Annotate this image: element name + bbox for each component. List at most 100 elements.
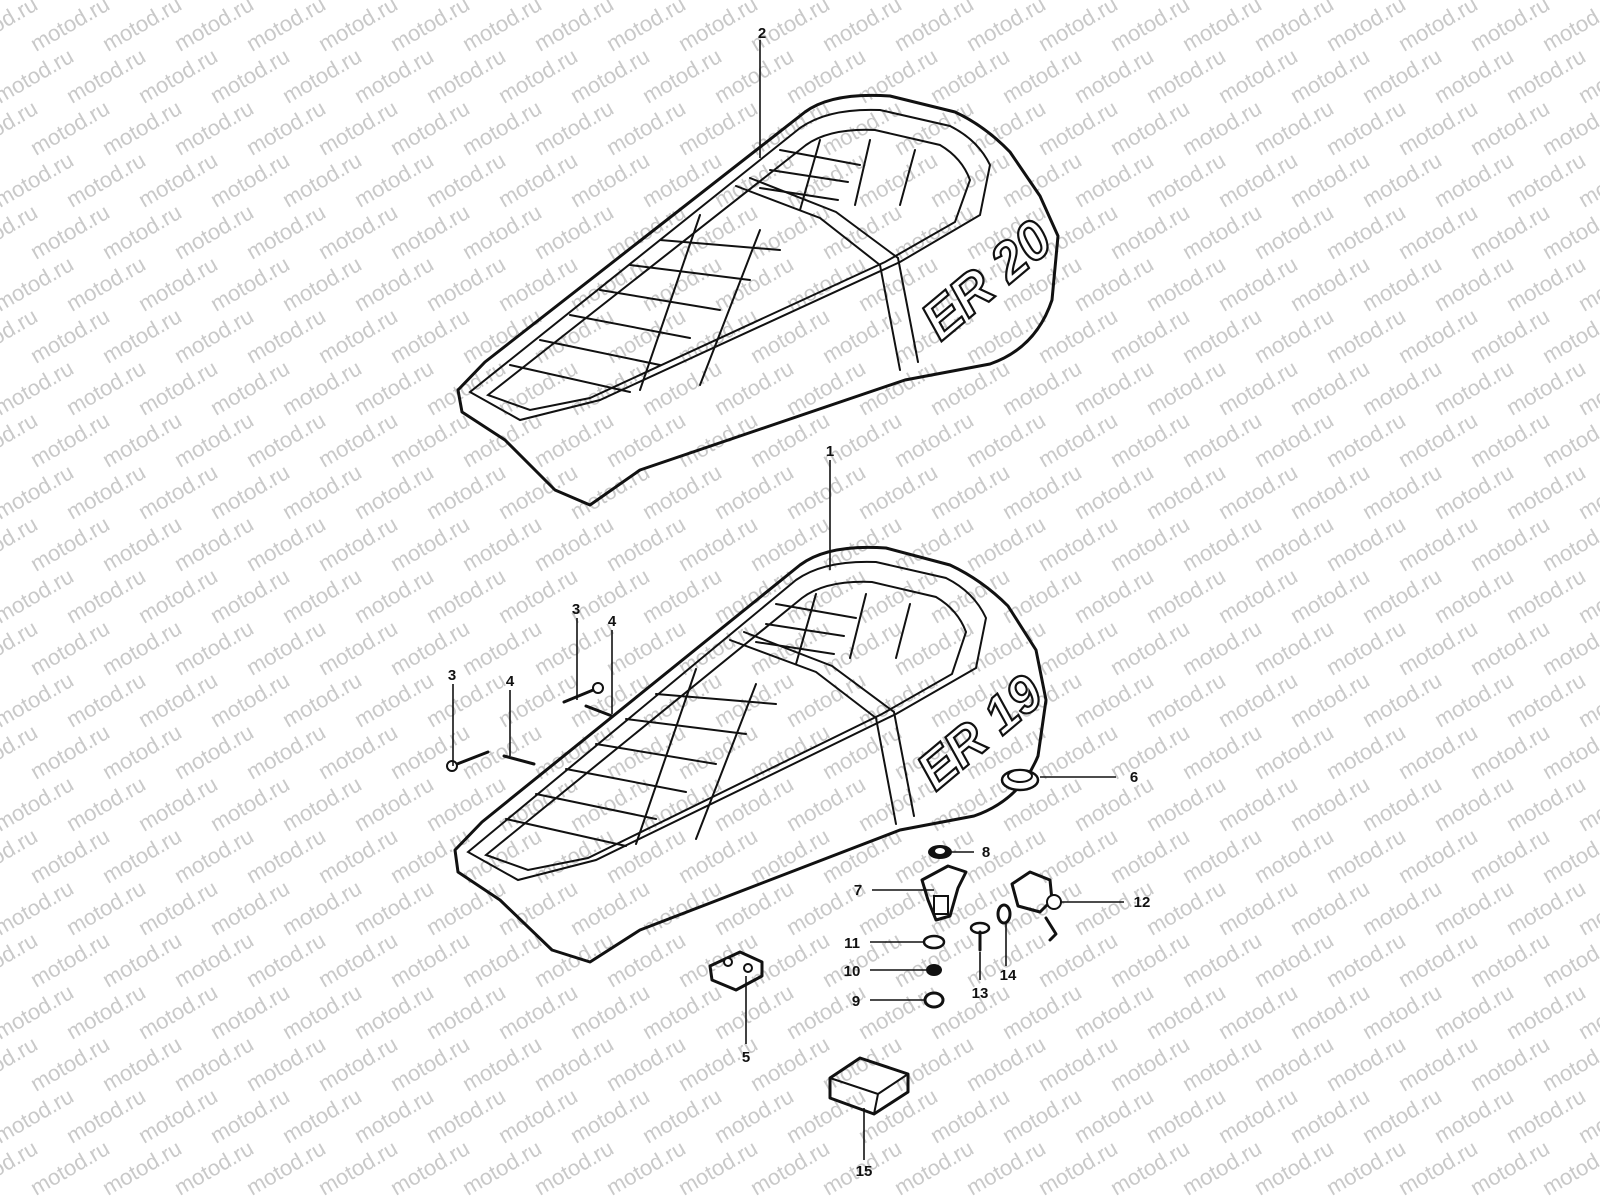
watermark-text: motod.ru — [1106, 719, 1194, 784]
watermark-text: motod.ru — [710, 355, 798, 420]
watermark-text: motod.ru — [1322, 0, 1410, 56]
watermark-text: motod.ru — [1034, 615, 1122, 680]
watermark-text: motod.ru — [926, 979, 1014, 1044]
watermark-text: motod.ru — [854, 355, 942, 420]
watermark-text: motod.ru — [134, 355, 222, 420]
watermark-text: motod.ru — [62, 459, 150, 524]
watermark-text: motod.ru — [422, 1083, 510, 1148]
watermark-text: motod.ru — [494, 563, 582, 628]
watermark-text: motod.ru — [242, 823, 330, 888]
watermark-text: motod.ru — [278, 43, 366, 108]
watermark-text: motod.ru — [98, 1031, 186, 1096]
watermark-text: motod.ru — [314, 719, 402, 784]
watermark-text: motod.ru — [1034, 1031, 1122, 1096]
watermark-text: motod.ru — [134, 667, 222, 732]
watermark-text: motod.ru — [206, 979, 294, 1044]
watermark-text: motod.ru — [314, 303, 402, 368]
watermark-text: motod.ru — [638, 563, 726, 628]
watermark-text: motod.ru — [350, 459, 438, 524]
watermark-text: motod.ru — [1070, 43, 1158, 108]
watermark-text: motod.ru — [530, 407, 618, 472]
watermark-text: motod.ru — [26, 615, 114, 680]
watermark-text: motod.ru — [746, 407, 834, 472]
callout-12: 12 — [1134, 894, 1151, 911]
watermark-text: motod.ru — [818, 0, 906, 56]
watermark-text: motod.ru — [1178, 615, 1266, 680]
watermark-text: motod.ru — [386, 511, 474, 576]
watermark-text: motod.ru — [278, 147, 366, 212]
watermark-text: motod.ru — [1250, 927, 1338, 992]
watermark-text: motod.ru — [422, 147, 510, 212]
watermark-text: motod.ru — [242, 719, 330, 784]
watermark-text: motod.ru — [1358, 771, 1446, 836]
watermark-text: motod.ru — [1178, 719, 1266, 784]
watermark-text: motod.ru — [62, 355, 150, 420]
watermark-text: motod.ru — [962, 511, 1050, 576]
watermark-text: motod.ru — [206, 1083, 294, 1148]
callout-5: 5 — [742, 1049, 750, 1066]
callout-labels: 1 2 3 3 4 4 5 6 7 8 9 10 11 12 13 14 15 — [448, 25, 1151, 1180]
watermark-text: motod.ru — [782, 459, 870, 524]
watermark-text: motod.ru — [26, 823, 114, 888]
watermark-text: motod.ru — [314, 407, 402, 472]
watermark-text: motod.ru — [98, 303, 186, 368]
callout-10: 10 — [844, 963, 861, 980]
watermark-text: motod.ru — [890, 1135, 978, 1200]
watermark-text: motod.ru — [62, 875, 150, 940]
watermark-text: motod.ru — [98, 1135, 186, 1200]
clip-5 — [708, 950, 764, 992]
watermark-text: motod.ru — [1106, 1135, 1194, 1200]
watermark-text: motod.ru — [782, 979, 870, 1044]
watermark-text: motod.ru — [134, 875, 222, 940]
watermark-text: motod.ru — [1178, 407, 1266, 472]
watermark-text: motod.ru — [170, 0, 258, 56]
watermark-text: motod.ru — [1394, 95, 1482, 160]
pin-4b — [584, 704, 614, 718]
watermark-text: motod.ru — [1214, 251, 1302, 316]
watermark-text: motod.ru — [1250, 1031, 1338, 1096]
watermark-text: motod.ru — [1070, 771, 1158, 836]
nut-9 — [923, 991, 945, 1009]
watermark-text: motod.ru — [1142, 251, 1230, 316]
watermark-text: motod.ru — [1466, 927, 1554, 992]
watermark-text: motod.ru — [422, 459, 510, 524]
watermark-text: motod.ru — [458, 0, 546, 56]
watermark-text: motod.ru — [1502, 667, 1590, 732]
watermark-text: motod.ru — [854, 147, 942, 212]
watermark-text: motod.ru — [494, 147, 582, 212]
callout-7: 7 — [854, 882, 862, 899]
watermark-text: motod.ru — [170, 1135, 258, 1200]
watermark-text: motod.ru — [350, 147, 438, 212]
watermark-text: motod.ru — [386, 95, 474, 160]
watermark-text: motod.ru — [1394, 0, 1482, 56]
watermark-text: motod.ru — [386, 199, 474, 264]
watermark-text: motod.ru — [458, 1135, 546, 1200]
watermark-text: motod.ru — [1178, 303, 1266, 368]
watermark-text: motod.ru — [566, 251, 654, 316]
watermark-text: motod.ru — [566, 147, 654, 212]
watermark-text: motod.ru — [602, 0, 690, 56]
watermark-text: motod.ru — [62, 563, 150, 628]
watermark-text: motod.ru — [638, 355, 726, 420]
watermark-text: motod.ru — [1286, 355, 1374, 420]
watermark-text: motod.ru — [1142, 979, 1230, 1044]
watermark-text: motod.ru — [1250, 199, 1338, 264]
watermark-text: motod.ru — [1214, 979, 1302, 1044]
watermark-text: motod.ru — [98, 407, 186, 472]
watermark-text: motod.ru — [962, 0, 1050, 56]
watermark-text: motod.ru — [530, 615, 618, 680]
watermark-text: motod.ru — [1322, 303, 1410, 368]
watermark-text: motod.ru — [494, 251, 582, 316]
watermark-text: motod.ru — [1502, 147, 1590, 212]
watermark-text: motod.ru — [134, 43, 222, 108]
nut-10 — [926, 964, 942, 976]
watermark-text: motod.ru — [278, 979, 366, 1044]
watermark-text: motod.ru — [1214, 875, 1302, 940]
callout-15: 15 — [856, 1163, 873, 1180]
watermark-text: motod.ru — [170, 407, 258, 472]
watermark-text: motod.ru — [1286, 667, 1374, 732]
watermark-text: motod.ru — [602, 1135, 690, 1200]
watermark-text: motod.ru — [638, 147, 726, 212]
watermark-text: motod.ru — [1322, 1031, 1410, 1096]
watermark-text: motod.ru — [1466, 199, 1554, 264]
